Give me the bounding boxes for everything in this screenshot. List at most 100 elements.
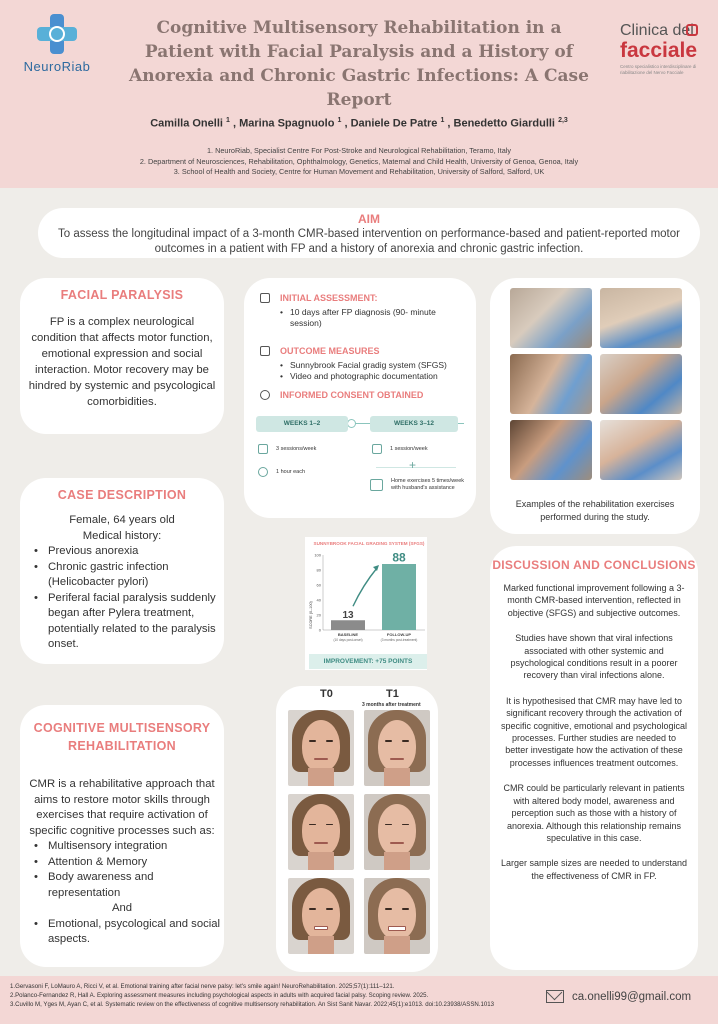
logo-left-text: NeuroRiab: [23, 59, 91, 74]
author-sup: 2,3: [558, 117, 568, 124]
author-name: Marina Spagnuolo: [239, 117, 335, 130]
discussion-paragraph: CMR could be particularly relevant in pa…: [503, 783, 685, 843]
face-photo-t0: [288, 794, 354, 870]
list-item: Body awareness and representation: [34, 870, 224, 901]
author-name: Camilla Onelli: [150, 117, 223, 130]
check-icon: [260, 390, 270, 400]
list-item: Previous anorexia: [34, 544, 224, 560]
chart-data-label: 13: [342, 610, 354, 621]
author-name: Daniele De Patre: [350, 117, 438, 130]
case-description-heading: CASE DESCRIPTION: [57, 488, 187, 502]
neuroriab-logo: NeuroRiab: [16, 14, 98, 74]
t1-sublabel: 3 months after treatment: [362, 702, 421, 708]
face-photo-t0: [288, 878, 354, 954]
discussion-card: DISCUSSION AND CONCLUSIONS Marked functi…: [490, 546, 698, 970]
email-text[interactable]: ca.onelli99@gmail.com: [572, 990, 692, 1003]
initial-assessment-heading: INITIAL ASSESSMENT:: [280, 293, 378, 303]
author-sup: 1: [226, 117, 230, 124]
exercise-photo: [510, 420, 592, 480]
before-after-card: T0 T1 3 months after treatment: [276, 686, 438, 972]
poster-footer: 1.Gervasoni F, LoMauro A, Ricci V, et al…: [0, 976, 718, 1024]
cmr-and: And: [111, 902, 133, 914]
reference: 2.Polanco-Fernandez R, Hall A. Exploring…: [10, 992, 429, 999]
chart-bar: [331, 620, 365, 630]
discussion-paragraph: It is hypothesised that CMR may have led…: [500, 695, 688, 768]
reference: 1.Gervasoni F, LoMauro A, Ricci V, et al…: [10, 983, 395, 990]
photos-caption: Examples of the rehabilitation exercises…: [515, 499, 675, 522]
list-item: Multisensory integration: [34, 839, 224, 855]
exercise-photo: [600, 354, 682, 414]
consent-row: INFORMED CONSENT OBTAINED: [260, 390, 423, 400]
affiliation: 3. School of Health and Society, Centre …: [173, 167, 545, 176]
exercise-photo: [600, 288, 682, 348]
clock-icon: [258, 467, 268, 477]
poster-header: NeuroRiab Cognitive Multisensory Rehabil…: [0, 0, 718, 188]
outcome-measures-heading: OUTCOME MEASURES: [280, 346, 380, 356]
weeks-1-2-pill: WEEKS 1–2: [256, 416, 348, 432]
weeks-3-12-pill: WEEKS 3–12: [370, 416, 458, 432]
chart-category-label: FOLLOW-UP: [387, 632, 411, 637]
cmr-list-2: Emotional, psycological and social aspec…: [34, 917, 224, 948]
affiliation: 1. NeuroRiab, Specialist Centre For Post…: [206, 146, 512, 155]
t1-label: T1: [386, 688, 399, 700]
discussion-paragraph: Marked functional improvement following …: [503, 583, 685, 618]
improvement-banner: IMPROVEMENT: +75 POINTS: [309, 654, 427, 669]
author-sup: 1: [337, 117, 342, 124]
calendar-icon: [258, 444, 268, 454]
contact-email[interactable]: ca.onelli99@gmail.com: [546, 990, 691, 1003]
medical-history-label: Medical history:: [82, 530, 162, 542]
sfgs-chart: SUNNYBROOK FACIAL GRADING SYSTEM (SFGS) …: [309, 541, 425, 642]
initial-assessment-row: INITIAL ASSESSMENT:: [260, 293, 378, 303]
improvement-arrow: [352, 567, 378, 607]
clinica-logo: Clinica del facciale Centro specialistic…: [620, 22, 712, 76]
outcome-measures-list: Sunnybrook Facial gradig system (SFGS) V…: [280, 360, 470, 382]
consent-text: INFORMED CONSENT OBTAINED: [280, 390, 424, 400]
weeks-b-item: 1 session/week: [372, 444, 428, 454]
list-item: 10 days after FP diagnosis (90- minute s…: [280, 307, 460, 329]
face-photo-t0: [288, 710, 354, 786]
improvement-arrowhead: [373, 565, 379, 571]
timeline-line: [256, 423, 464, 424]
face-photo-t1: [364, 878, 430, 954]
chart-category-note: (3 months post-treatment): [381, 638, 418, 642]
face-photo-t1: [364, 794, 430, 870]
cross-logo-icon: [37, 14, 77, 54]
cmr-card: COGNITIVE MULTISENSORY REHABILITATION CM…: [20, 705, 224, 967]
chart-tick-label: 100: [314, 553, 321, 558]
weeks-b-sessions: 1 session/week: [390, 446, 428, 452]
aim-card: AIM To assess the longitudinal impact of…: [38, 208, 700, 258]
chart-category-label: BASELINE: [338, 632, 359, 637]
exercise-photo: [510, 354, 592, 414]
case-description-card: CASE DESCRIPTION Female, 64 years old Me…: [20, 478, 224, 664]
weeks-a-item: 1 hour each: [258, 467, 305, 477]
discussion-paragraph: Larger sample sizes are needed to unders…: [500, 858, 688, 881]
logo-right-tagline: Centro specialistico interdisciplinare d…: [620, 64, 697, 75]
facial-paralysis-card: FACIAL PARALYSIS FP is a complex neurolo…: [20, 278, 224, 434]
calendar-icon: [260, 293, 270, 303]
facial-paralysis-heading: FACIAL PARALYSIS: [60, 288, 184, 302]
discussion-heading: DISCUSSION AND CONCLUSIONS: [492, 558, 696, 572]
logo-right-line2: facciale: [620, 39, 698, 62]
weeks-b-item: Home exercises 5 times/week with husband…: [370, 478, 470, 492]
list-item: Video and photographic documentation: [280, 371, 470, 382]
facial-paralysis-text: FP is a complex neurological condition t…: [28, 316, 216, 408]
medical-history-list: Previous anorexia Chronic gastric infect…: [34, 544, 224, 653]
home-icon: [370, 479, 383, 491]
list-item: Periferal facial paralysis suddenly bega…: [34, 591, 224, 653]
initial-assessment-list: 10 days after FP diagnosis (90- minute s…: [280, 307, 460, 329]
poster-title: Cognitive Multisensory Rehabilitation in…: [129, 18, 589, 110]
chart-tick-label: 80: [317, 568, 322, 573]
chart-tick-label: 20: [317, 613, 322, 618]
list-item: Emotional, psycological and social aspec…: [34, 917, 224, 948]
exercise-photo: [600, 420, 682, 480]
plus-icon: +: [409, 458, 417, 472]
weeks-b-separator: [376, 467, 456, 468]
mail-icon: [546, 990, 564, 1003]
cmr-intro: CMR is a rehabilitative approach that ai…: [29, 778, 215, 837]
discussion-paragraph: Studies have shown that viral infections…: [510, 633, 678, 681]
list-item: Sunnybrook Facial gradig system (SFGS): [280, 360, 470, 371]
outcome-measures-row: OUTCOME MEASURES: [260, 346, 380, 356]
camera-icon: [260, 346, 270, 356]
references: 1.Gervasoni F, LoMauro A, Ricci V, et al…: [10, 982, 530, 1009]
